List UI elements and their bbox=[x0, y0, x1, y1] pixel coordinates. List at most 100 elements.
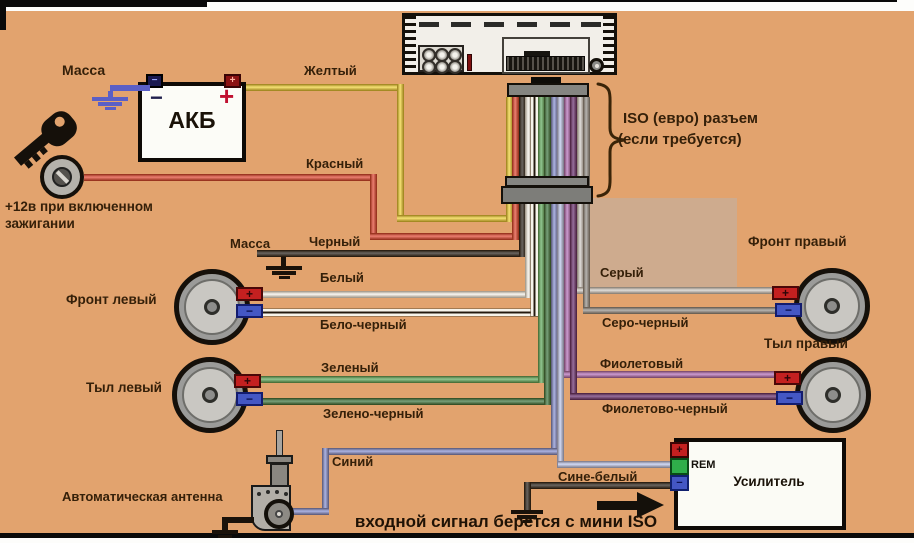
violet-black-strand bbox=[570, 97, 577, 400]
red-wire-to-bundle bbox=[370, 233, 519, 240]
ignition-note-line2: зажигании bbox=[5, 216, 75, 231]
white-black-strand bbox=[531, 97, 538, 316]
ground-bar2-amp bbox=[517, 515, 537, 519]
gray-highlight-region bbox=[585, 198, 737, 290]
battery-ground-wire bbox=[110, 85, 150, 91]
speaker-dustcap bbox=[202, 387, 218, 403]
key-icon bbox=[13, 111, 77, 169]
head-unit-right-hatch bbox=[603, 16, 614, 72]
speaker-dustcap bbox=[825, 387, 841, 403]
blue-wire-label: Синий bbox=[332, 454, 374, 469]
vent-bar bbox=[550, 22, 570, 27]
iso-note-line2: (если требуется) bbox=[618, 131, 742, 148]
blue-white-wire bbox=[558, 461, 674, 468]
violet-wire bbox=[564, 371, 776, 378]
bolt-dot bbox=[275, 490, 279, 494]
bottom-white-strip bbox=[0, 538, 914, 543]
vent-bar bbox=[581, 22, 601, 27]
vent-bar bbox=[517, 22, 537, 27]
ignition-note-line1: +12в при включенном bbox=[5, 199, 153, 214]
arrow-bar bbox=[597, 501, 639, 510]
speaker-dustcap bbox=[204, 299, 220, 315]
rear-left-minus-terminal: − bbox=[236, 392, 263, 406]
iso-note-line1: ISO (евро) разъем bbox=[623, 110, 758, 127]
ground-bar3-amp bbox=[523, 520, 531, 523]
amplifier-label: Усилитель bbox=[733, 474, 805, 489]
red-wire-drop bbox=[370, 174, 377, 240]
front-right-speaker-label: Фронт правый bbox=[748, 234, 847, 249]
antenna-ground-bar2 bbox=[218, 535, 232, 538]
black-wire-ground-run bbox=[257, 250, 525, 257]
antenna-jack-center bbox=[595, 64, 599, 68]
main-connector-bump bbox=[524, 51, 550, 57]
speaker-dustcap bbox=[824, 298, 840, 314]
gray-wire-label: Серый bbox=[600, 265, 644, 280]
vent-bar bbox=[484, 22, 504, 27]
front-left-plus-terminal: + bbox=[236, 287, 263, 301]
red-wire-ignition-run bbox=[84, 174, 377, 181]
battery-ground-bar2 bbox=[98, 102, 122, 106]
gray-black-wire bbox=[583, 307, 780, 314]
blue-wire-to-antenna bbox=[288, 508, 329, 515]
rear-right-plus-terminal: + bbox=[774, 371, 801, 385]
white-black-wire bbox=[259, 309, 538, 316]
front-left-speaker-label: Фронт левый bbox=[66, 292, 157, 307]
iso-connector-tab bbox=[531, 77, 561, 84]
battery-plus-symbol: + bbox=[219, 81, 235, 111]
white-wire bbox=[259, 291, 531, 298]
blue-strand bbox=[551, 97, 558, 455]
yellow-wire-to-bundle bbox=[397, 215, 513, 222]
front-left-minus-terminal: − bbox=[236, 304, 263, 318]
ground-bar1-mid bbox=[266, 266, 302, 270]
iso-connector-top bbox=[507, 83, 589, 97]
bolt-dot bbox=[266, 490, 270, 494]
gray-black-strand bbox=[583, 97, 590, 314]
white-black-wire-label: Бело-черный bbox=[320, 317, 407, 332]
violet-strand bbox=[564, 97, 571, 378]
battery-label: АКБ bbox=[168, 107, 216, 133]
battery-ground-bar3 bbox=[105, 107, 116, 110]
front-right-plus-terminal: + bbox=[772, 286, 799, 300]
main-connector-outline bbox=[502, 37, 590, 74]
violet-black-wire bbox=[570, 393, 780, 400]
iso-connector-bottom bbox=[501, 186, 593, 204]
battery-minus-terminal: − bbox=[146, 74, 163, 88]
din-pin-block bbox=[418, 45, 464, 74]
violet-wire-label: Фиолетовый bbox=[600, 356, 684, 371]
rear-right-speaker bbox=[795, 357, 871, 433]
amplifier bbox=[674, 438, 846, 530]
antenna-ground-wire bbox=[222, 517, 254, 523]
pin-socket bbox=[435, 60, 449, 74]
violet-black-wire-label: Фиолетово-черный bbox=[602, 401, 728, 416]
ground-mid-label: Масса bbox=[230, 236, 271, 251]
antenna-ground-stem bbox=[222, 517, 228, 530]
blue-white-wire-label: Сине-белый bbox=[558, 469, 638, 484]
antenna-label: Автоматическая антенна bbox=[62, 489, 223, 504]
green-black-wire-label: Зелено-черный bbox=[323, 406, 424, 421]
green-strand bbox=[538, 97, 545, 383]
yellow-wire-drop bbox=[397, 84, 404, 222]
bottom-black-bar bbox=[0, 533, 914, 538]
antenna-jack bbox=[589, 58, 604, 73]
rear-left-speaker bbox=[172, 357, 248, 433]
gray-wire bbox=[577, 287, 777, 294]
amp-rem-label: REM bbox=[691, 459, 716, 471]
red-strand bbox=[512, 97, 519, 240]
green-black-wire bbox=[258, 398, 551, 405]
battery-ground-stem bbox=[108, 91, 113, 97]
rear-left-plus-terminal: + bbox=[234, 374, 261, 388]
battery-minus-symbol: − bbox=[150, 85, 163, 110]
vent-bar bbox=[419, 22, 439, 27]
amp-ground-drop bbox=[524, 482, 531, 510]
amp-minus-terminal: − bbox=[670, 475, 689, 491]
bottom-note: входной сигнал берется с мини ISO bbox=[354, 512, 658, 531]
arrow-head bbox=[637, 492, 664, 518]
left-black-bar bbox=[0, 0, 6, 30]
vent-bar bbox=[451, 22, 471, 27]
white-wire-label: Белый bbox=[320, 270, 364, 285]
top-black-line bbox=[0, 0, 897, 2]
blue-white-strand bbox=[557, 97, 564, 468]
bolt-dot bbox=[257, 492, 261, 496]
battery bbox=[138, 82, 246, 162]
ground-bar1-amp bbox=[511, 510, 543, 514]
